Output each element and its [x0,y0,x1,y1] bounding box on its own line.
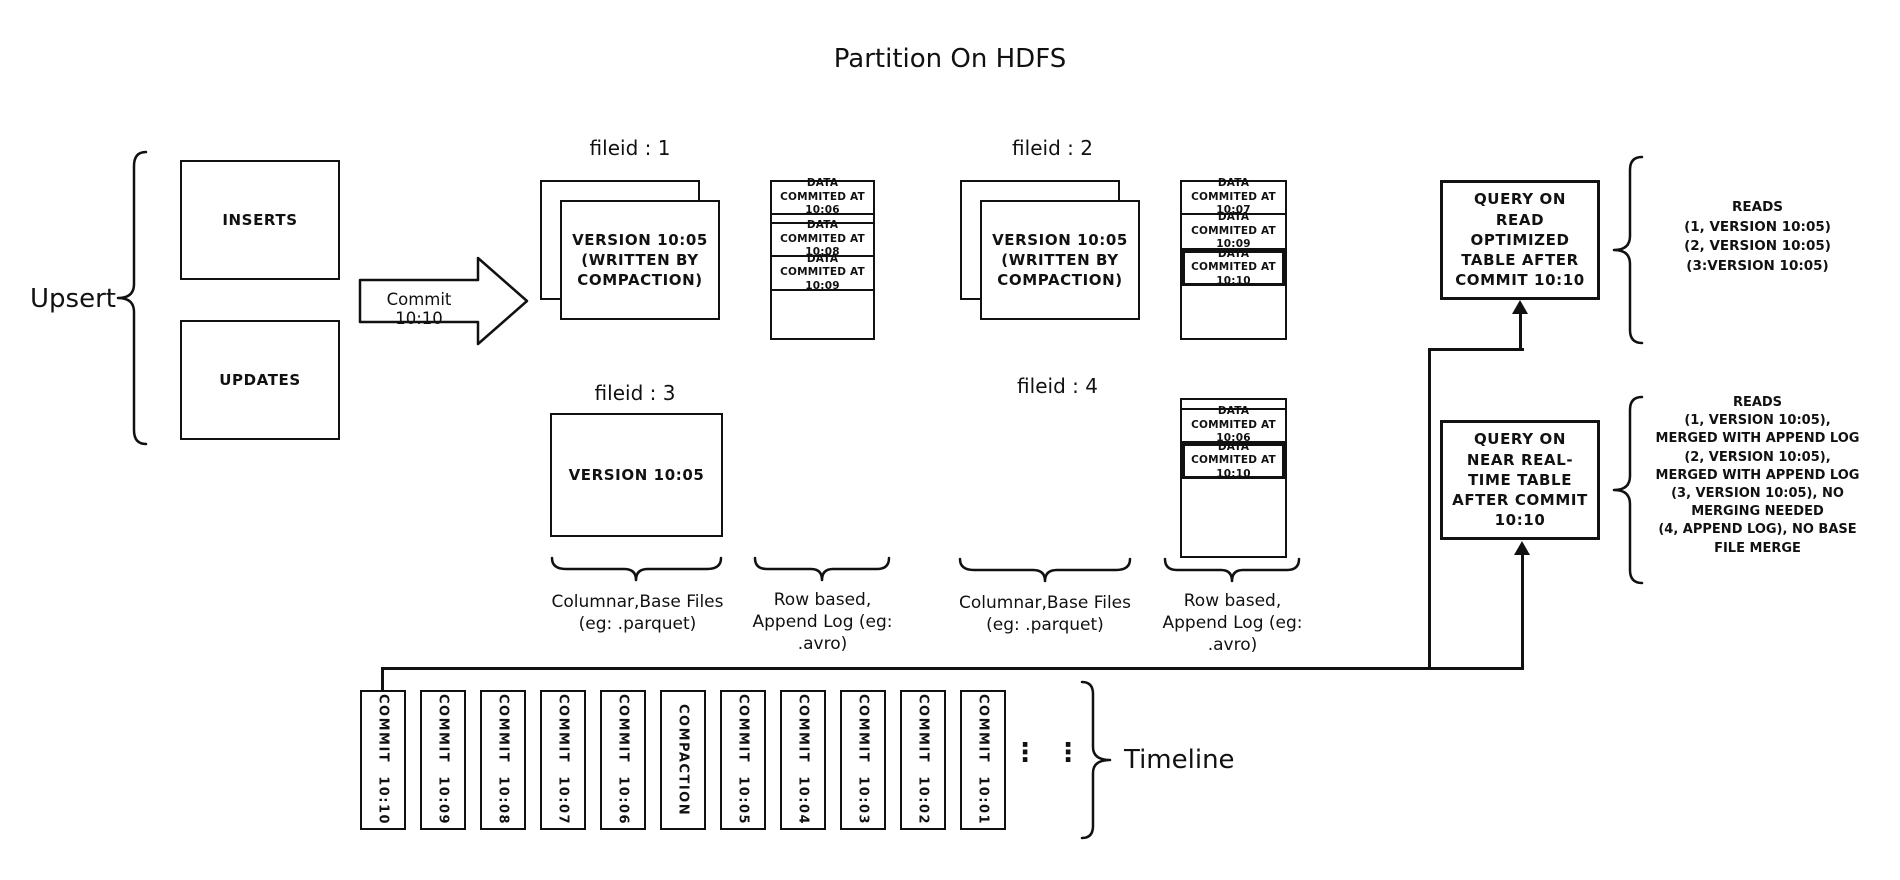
log-segment: DATA COMMITED AT 10:07 [1182,177,1285,216]
log-segment: DATA COMMITED AT 10:08 [772,219,873,258]
underbrace-rowbased-left [753,556,891,582]
fileid-3-label: fileid : 3 [594,381,676,405]
log-segment: DATA COMMITED AT 10:09 [772,253,873,292]
timeline-commit-10-02: COMMIT 10:02 [900,690,946,830]
commit-arrow-label: Commit 10:10 [386,290,452,328]
fileid-4-label: fileid : 4 [1017,374,1098,398]
connector-near-realtime-arrow-stem [1521,554,1524,670]
connector-read-optimized-horizontal [1428,348,1524,351]
reads-brace-read-optimized [1612,155,1644,345]
log-segment-empty [772,215,873,224]
log-segment: DATA COMMITED AT 10:10 [1182,441,1285,480]
underbrace-columnar-right [958,557,1132,583]
fileid-3-base: VERSION 10:05 [550,413,723,537]
underbrace-columnar-left [550,556,723,582]
log-segment: DATA COMMITED AT 10:09 [1182,211,1285,250]
timeline-commit-10-01: COMMIT 10:01 [960,690,1006,830]
arrowhead-near-realtime [1514,541,1530,555]
log-segment: DATA COMMITED AT 10:06 [1182,405,1285,444]
fileid-1-append-log: DATA COMMITED AT 10:06 DATA COMMITED AT … [770,177,875,340]
fileid-2-label: fileid : 2 [1012,136,1093,160]
timeline-ellipsis-1: ⋮ [1012,738,1038,768]
timeline-main-line [381,667,1524,670]
reads-near-realtime: READS (1, VERSION 10:05), MERGED WITH AP… [1655,395,1860,556]
query-near-realtime-box: QUERY ON NEAR REAL-TIME TABLE AFTER COMM… [1440,420,1600,540]
timeline-commit-10-08: COMMIT 10:08 [480,690,526,830]
upsert-label: Upsert [30,284,116,314]
connector-read-optimized-arrow-stem [1519,312,1522,351]
updates-box: UPDATES [180,320,340,440]
columnar-caption-left: Columnar,Base Files (eg: .parquet) [551,592,724,634]
timeline-first-commit-connector [381,667,384,692]
log-segment: DATA COMMITED AT 10:06 [772,177,873,216]
fileid-2-append-log: DATA COMMITED AT 10:07 DATA COMMITED AT … [1180,177,1287,340]
page-title: Partition On HDFS [833,44,1067,74]
timeline-commit-10-05: COMMIT 10:05 [720,690,766,830]
fileid-2-base-front: VERSION 10:05 (WRITTEN BY COMPACTION) [980,200,1140,320]
timeline-commit-10-06: COMMIT 10:06 [600,690,646,830]
timeline-commit-10-04: COMMIT 10:04 [780,690,826,830]
columnar-caption-right: Columnar,Base Files (eg: .parquet) [958,593,1132,635]
timeline-commit-10-07: COMMIT 10:07 [540,690,586,830]
upsert-brace [116,150,148,446]
commit-arrow [358,256,529,346]
connector-read-optimized-vertical [1428,348,1431,670]
timeline-commit-10-09: COMMIT 10:09 [420,690,466,830]
timeline-commit-10-03: COMMIT 10:03 [840,690,886,830]
rowbased-caption-left: Row based, Append Log (eg: .avro) [752,590,893,654]
log-segment: DATA COMMITED AT 10:10 [1182,248,1285,287]
rowbased-caption-right: Row based, Append Log (eg: .avro) [1162,591,1303,655]
fileid-4-append-log: DATA COMMITED AT 10:06 DATA COMMITED AT … [1180,398,1287,558]
reads-brace-near-realtime [1612,395,1644,585]
inserts-box: INSERTS [180,160,340,280]
timeline-compaction: COMPACTION [660,690,706,830]
timeline-brace [1080,680,1112,840]
arrowhead-read-optimized [1512,300,1528,314]
timeline-label: Timeline [1124,745,1235,775]
query-read-optimized-box: QUERY ON READ OPTIMIZED TABLE AFTER COMM… [1440,180,1600,300]
fileid-1-base-front: VERSION 10:05 (WRITTEN BY COMPACTION) [560,200,720,320]
log-segment-empty [1182,400,1285,410]
timeline-ellipsis-2: ⋮ [1055,738,1081,768]
timeline-commit-10-10: COMMIT 10:10 [360,690,406,830]
underbrace-rowbased-right [1163,557,1301,583]
fileid-1-label: fileid : 1 [589,136,671,160]
reads-read-optimized: READS (1, VERSION 10:05) (2, VERSION 10:… [1684,199,1831,274]
